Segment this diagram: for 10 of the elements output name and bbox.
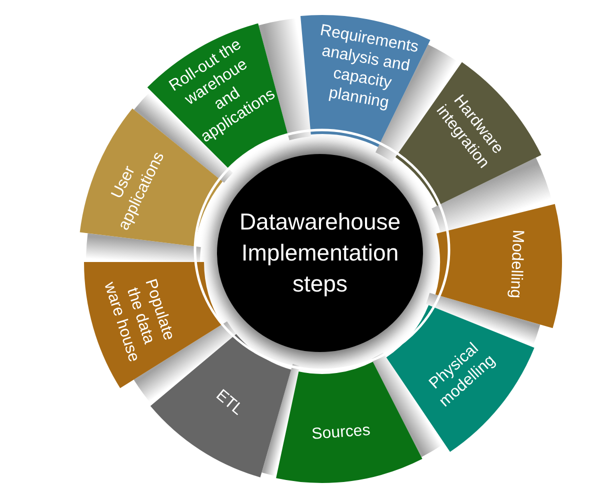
center-title: Datawarehouse Implementation steps — [238, 208, 402, 298]
step-segment — [300, 15, 431, 147]
step-label: Populate the data ware house — [100, 276, 178, 366]
step-label: Sources — [310, 420, 372, 446]
step-segment — [386, 305, 535, 452]
step-label: Modelling — [506, 228, 528, 301]
step-segment — [435, 203, 562, 329]
step-segment — [276, 361, 423, 483]
step-segment — [84, 261, 222, 389]
step-label: ETL — [212, 386, 248, 421]
